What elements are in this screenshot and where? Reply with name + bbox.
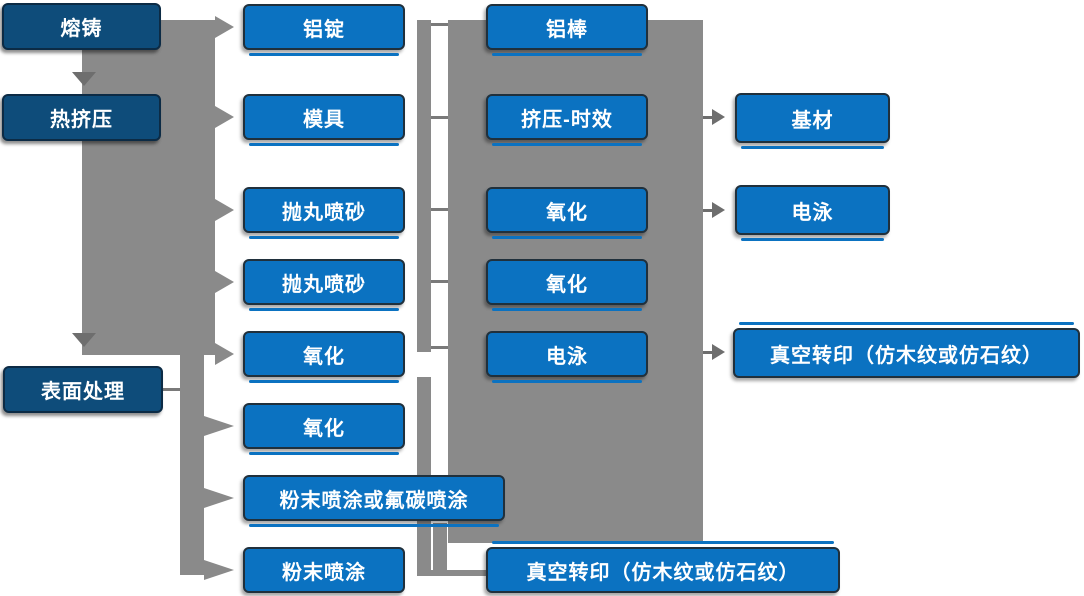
- arrow-right-icon-shotblast2: [215, 271, 234, 293]
- flow-connector-bottom: [417, 570, 490, 576]
- connector-line-row5: [431, 346, 448, 349]
- node-extrusion-aging: 挤压-时效: [486, 94, 648, 146]
- node-hot-extrusion: 热挤压: [2, 94, 161, 141]
- flow-bar-middle-top: [417, 20, 431, 352]
- node-vacuum-transfer-print-2: 真空转印（仿木纹或仿石纹）: [733, 322, 1080, 378]
- node-melting-casting: 熔铸: [2, 3, 161, 50]
- arrow-down-icon-to-hot-extrusion: [72, 72, 96, 86]
- connector-line-row3: [431, 208, 448, 211]
- arrow-right-icon-oxidation1: [215, 343, 234, 365]
- node-oxidation-3: 氧化: [486, 187, 648, 239]
- arrow-right-icon-vacuum-transfer: [712, 344, 725, 360]
- arrow-stem-vacuum-transfer: [703, 351, 713, 354]
- arrow-right-icon-oxidation2: [204, 416, 234, 436]
- node-oxidation-4: 氧化: [486, 259, 648, 311]
- node-electrophoresis-2: 电泳: [735, 185, 890, 241]
- arrow-right-icon-powder-fluorocarbon: [204, 488, 234, 508]
- arrow-right-icon-shotblast1: [215, 199, 234, 221]
- flow-band-left: [82, 20, 215, 355]
- connector-line-row4: [431, 280, 448, 283]
- arrow-right-icon-electrophoresis: [712, 202, 725, 218]
- node-oxidation-2: 氧化: [243, 403, 405, 455]
- arrow-right-icon-ingot: [215, 16, 234, 38]
- arrow-right-icon-mold: [215, 106, 234, 128]
- node-vacuum-transfer-print-1: 真空转印（仿木纹或仿石纹）: [486, 541, 840, 593]
- flow-strip-bottom-middle: [433, 523, 447, 576]
- arrow-right-icon-powder: [204, 560, 234, 580]
- arrow-stem-substrate: [703, 116, 713, 119]
- node-surface-treatment: 表面处理: [3, 366, 163, 413]
- node-aluminum-ingot: 铝锭: [243, 4, 405, 56]
- arrow-down-icon-to-surface-treatment: [72, 333, 96, 347]
- node-shot-blast-sandblast-2: 抛丸喷砂: [243, 259, 405, 311]
- node-oxidation-1: 氧化: [243, 331, 405, 383]
- connector-line-surface-treatment: [163, 388, 180, 391]
- arrow-right-icon-substrate: [712, 109, 725, 125]
- flow-band-left-lower: [180, 355, 204, 575]
- node-powder-or-fluorocarbon-coating: 粉末喷涂或氟碳喷涂: [243, 475, 505, 527]
- node-powder-coating: 粉末喷涂: [243, 547, 405, 593]
- node-electrophoresis-1: 电泳: [486, 331, 648, 383]
- connector-line-row1: [431, 23, 448, 26]
- arrow-stem-electrophoresis: [703, 209, 713, 212]
- node-substrate: 基材: [735, 93, 890, 149]
- node-mold: 模具: [243, 94, 405, 146]
- node-aluminum-rod: 铝棒: [486, 4, 648, 56]
- node-shot-blast-sandblast-1: 抛丸喷砂: [243, 187, 405, 239]
- connector-line-row2: [431, 116, 448, 119]
